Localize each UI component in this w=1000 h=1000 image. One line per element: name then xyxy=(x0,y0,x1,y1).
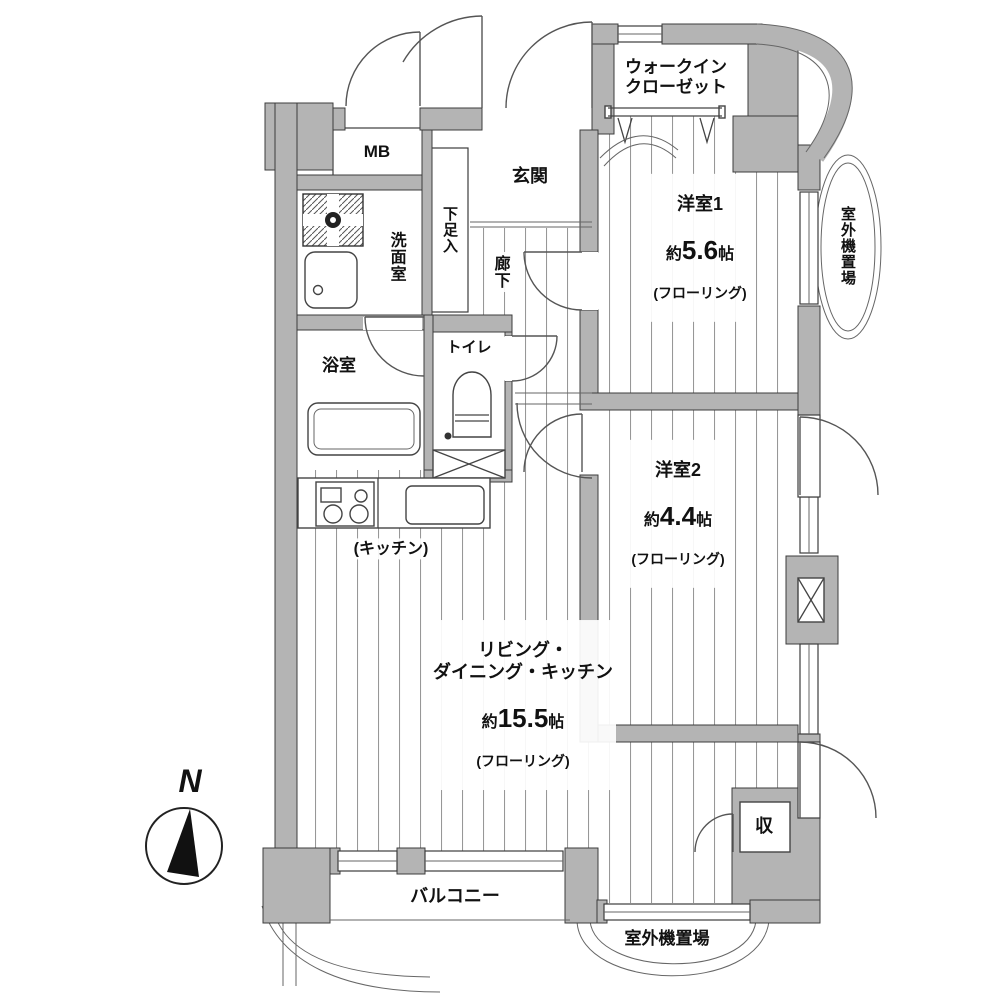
hallway-floor xyxy=(468,226,580,332)
window xyxy=(799,191,819,305)
floor-type: (フローリング) xyxy=(631,551,725,568)
window xyxy=(617,25,663,43)
shoe-cabinet-label: 下足入 xyxy=(439,203,459,257)
western-room-2-door xyxy=(523,413,583,473)
walk-in-closet-label: ウォークイン クローゼット xyxy=(622,56,730,100)
meter-box-label: MB xyxy=(360,140,394,164)
room-name: 洋室2 xyxy=(654,460,702,481)
western-room-2-label: 洋室2 約4.4帖 (フローリング) xyxy=(628,439,728,589)
ldk-label: リビング・ ダイニング・キッチン 約15.5帖 (フローリング) xyxy=(430,620,616,790)
stove-icon xyxy=(315,481,375,527)
doors xyxy=(345,15,879,853)
western-room-1-door xyxy=(523,251,583,311)
area-value: 5.6 xyxy=(681,234,719,265)
floor-type: (フローリング) xyxy=(476,752,570,769)
windows xyxy=(337,25,821,921)
door-opening xyxy=(797,741,821,819)
storage-door xyxy=(694,813,734,853)
pipe-space-x-icon xyxy=(797,577,825,623)
floor-type: (フローリング) xyxy=(653,285,747,302)
vanity-sink-icon xyxy=(304,251,358,309)
outdoor-unit-right-label: 室外機置場 xyxy=(839,206,856,286)
compass-north-label: N xyxy=(178,762,202,799)
outdoor-unit-bottom-label: 室外機置場 xyxy=(624,928,710,948)
curved-corner-wall xyxy=(756,24,853,162)
hallway-floor-2 xyxy=(512,332,580,472)
entrance-label: 玄関 xyxy=(509,165,551,189)
window xyxy=(799,643,819,735)
entrance-door-leaf xyxy=(402,15,483,108)
balcony-label: バルコニー xyxy=(410,886,500,907)
shoe-cabinet-area xyxy=(429,147,469,313)
window xyxy=(337,850,398,872)
room-name: リビング・ ダイニング・キッチン xyxy=(433,640,613,682)
door-opening xyxy=(580,252,598,310)
window xyxy=(799,496,819,554)
window xyxy=(603,903,751,921)
western-room-1-label: 洋室1 約5.6帖 (フローリング) xyxy=(650,173,750,323)
washing-machine-icon xyxy=(302,193,364,247)
laundry-pan-x-icon xyxy=(432,449,506,479)
closet-pole-icon xyxy=(599,105,726,167)
area-value: 15.5 xyxy=(497,702,549,733)
storage-box xyxy=(739,801,791,853)
walls xyxy=(262,23,853,924)
room-area: 約5.6帖 xyxy=(665,234,735,265)
exterior-door-upper xyxy=(799,416,879,496)
meter-box-area xyxy=(332,127,424,179)
room-area: 約4.4帖 xyxy=(643,500,713,531)
room-area: 約15.5帖 xyxy=(481,702,565,733)
storage-label: 収 xyxy=(755,816,773,837)
toilet-door xyxy=(511,335,558,382)
meter-box-door xyxy=(345,31,421,107)
toilet-label: トイレ xyxy=(443,338,495,358)
window xyxy=(424,850,564,872)
toilet-icon xyxy=(444,371,492,440)
compass-needle-icon xyxy=(167,809,199,877)
room-name: 洋室1 xyxy=(676,194,724,215)
door-opening xyxy=(797,414,821,498)
area-value: 4.4 xyxy=(659,500,697,531)
door-opening xyxy=(580,414,598,472)
door-opening xyxy=(363,317,422,330)
entrance-door xyxy=(505,21,593,109)
fixtures xyxy=(297,105,825,921)
kitchen-label: (キッチン) xyxy=(350,538,432,560)
exterior-door-lower xyxy=(799,741,877,819)
building-exterior-outlines xyxy=(261,154,882,993)
bathroom-door xyxy=(364,316,425,377)
bathroom-label: 浴室 xyxy=(319,354,359,378)
door-opening xyxy=(505,336,512,381)
bathtub-icon xyxy=(307,402,421,456)
compass xyxy=(145,807,223,885)
hallway-label: 廊下 xyxy=(489,252,511,292)
outdoor-unit-bottom-outline xyxy=(576,920,770,977)
washroom-label: 洗面室 xyxy=(385,228,407,286)
kitchen-sink-icon xyxy=(405,485,485,525)
hall-ldk-door xyxy=(515,392,593,479)
